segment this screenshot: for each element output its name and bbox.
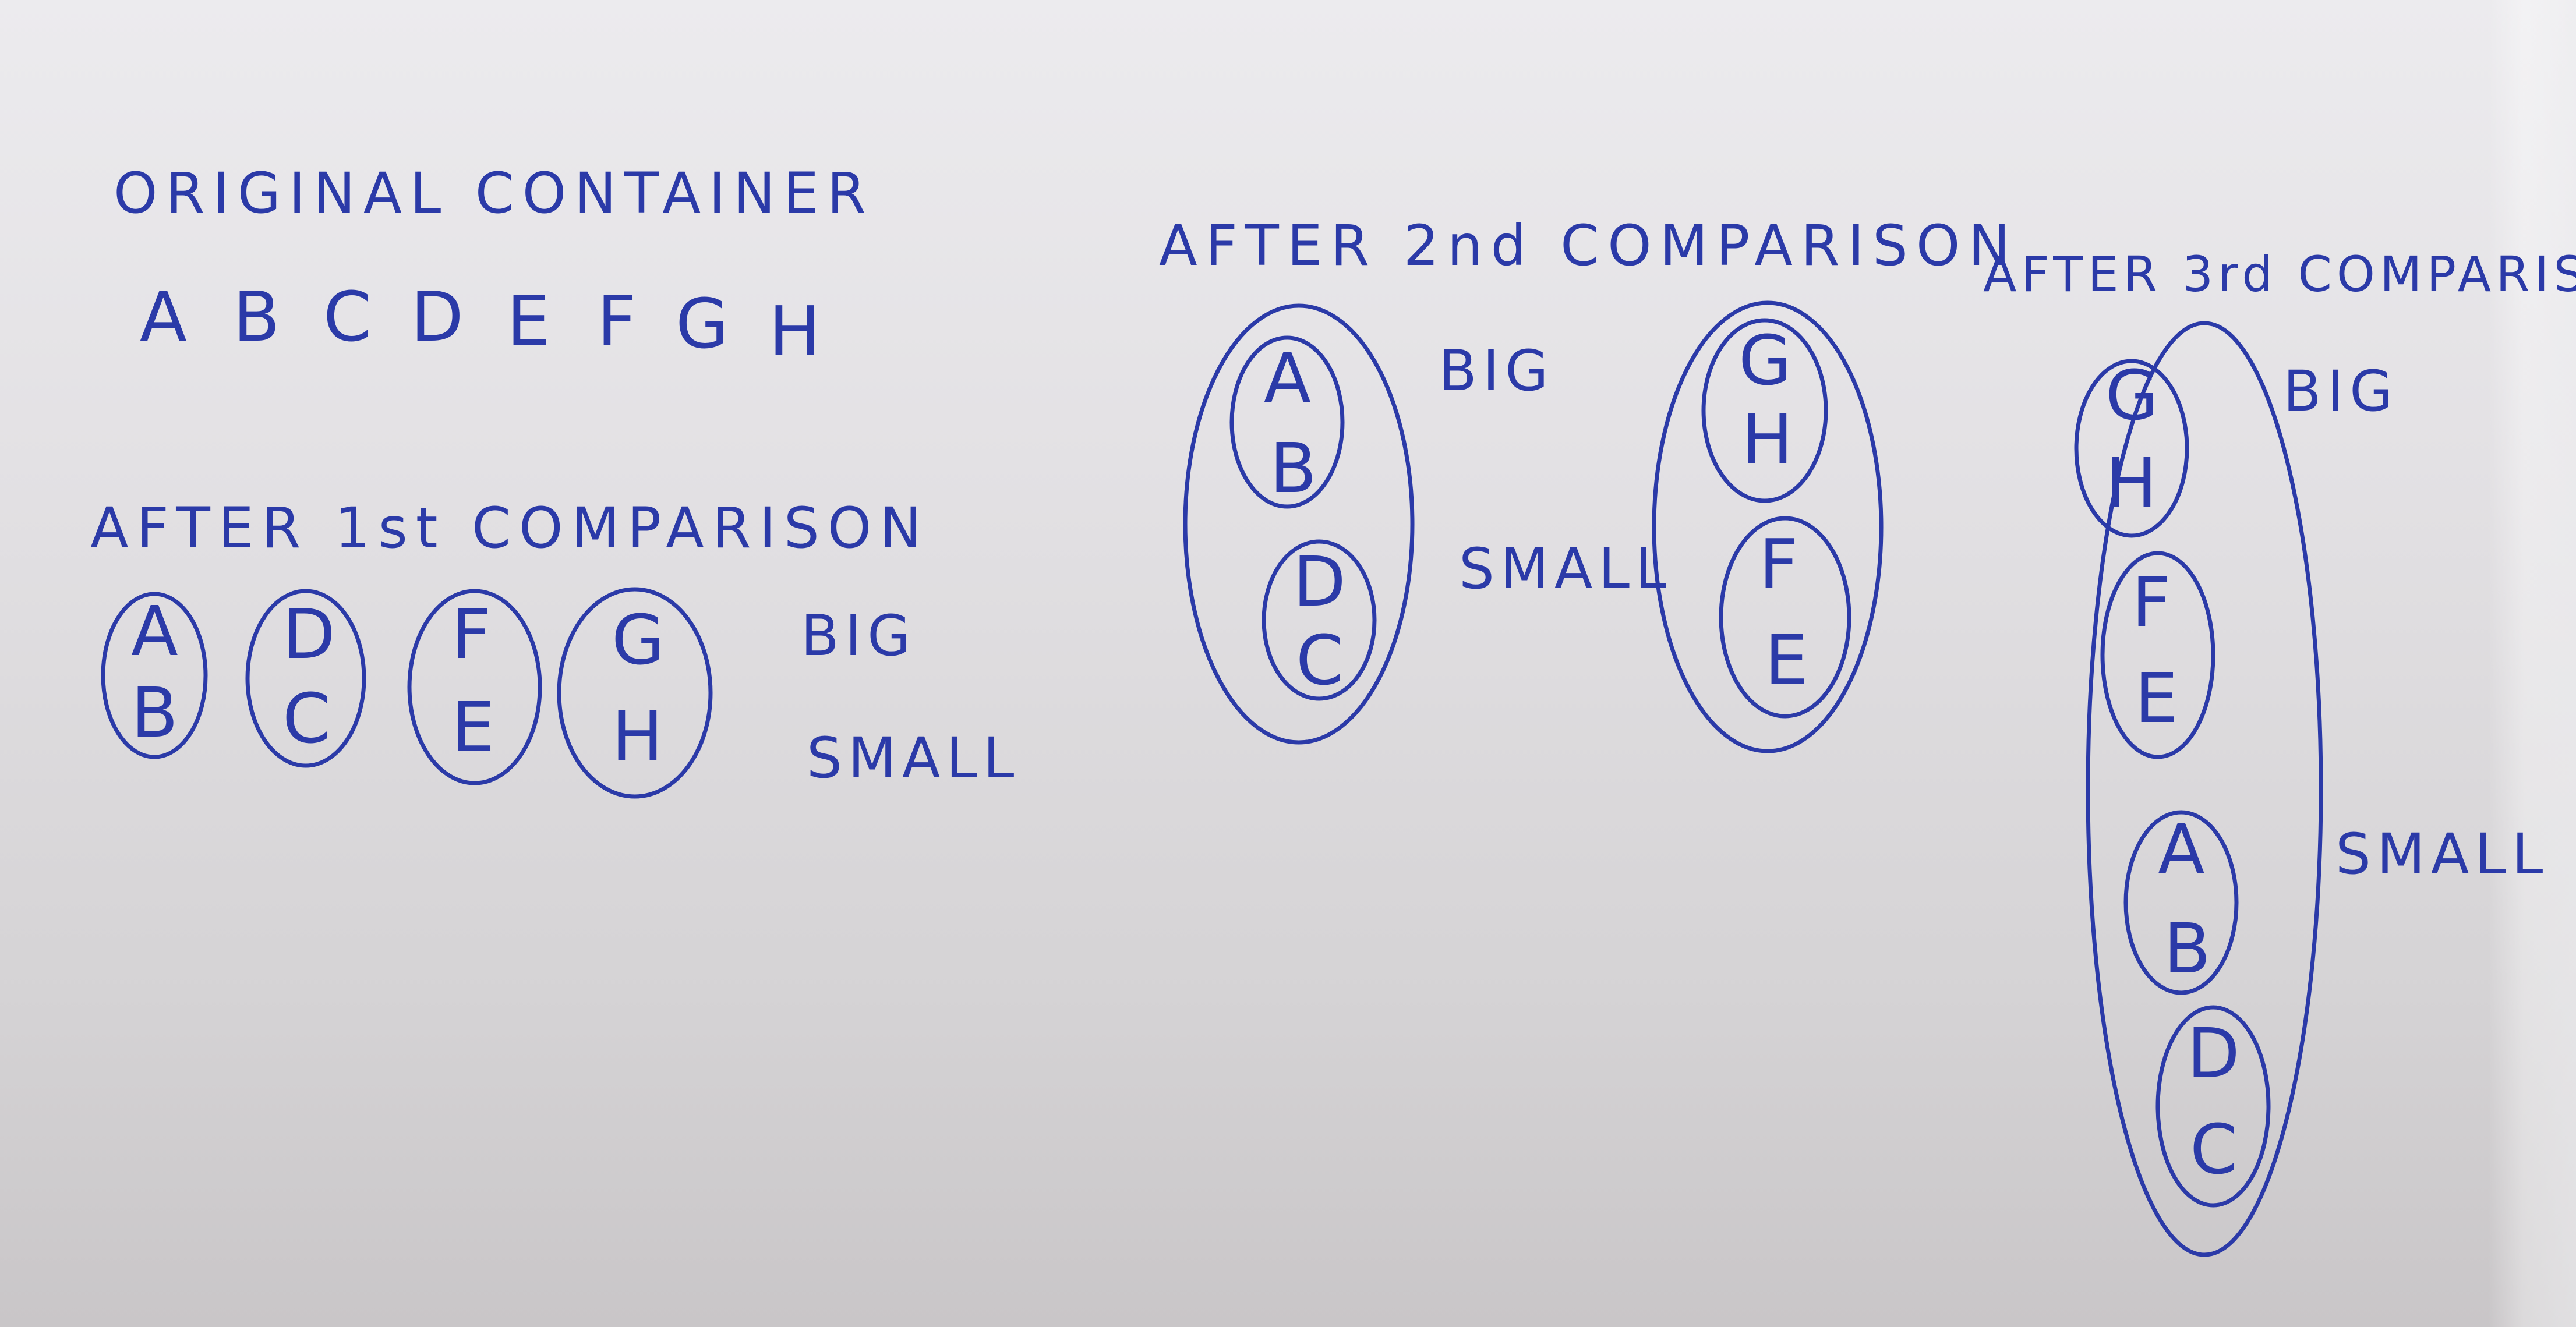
third-pair4-top: D (2187, 1013, 2240, 1094)
pair-loop-dc (245, 589, 366, 768)
group2-pair2-top: F (1759, 524, 1798, 604)
pair-loop-fe-2 (1719, 516, 1851, 719)
second-small-label: SMALL (1459, 536, 1672, 601)
original-letter-g: G (676, 284, 729, 364)
group1-pair1-bottom: B (1270, 428, 1317, 508)
third-pair3-bottom: B (2164, 908, 2211, 989)
pair-loop-ab-2 (1229, 335, 1345, 509)
second-big-label: BIG (1439, 338, 1554, 404)
group-loop-abdc (1183, 303, 1415, 745)
original-letter-d: D (411, 277, 464, 357)
pair-ab-top: A (131, 591, 178, 671)
pair-loop-gh (557, 587, 713, 799)
second-comparison-title: AFTER 2nd COMPARISON (1159, 213, 2018, 278)
original-letter-a: A (140, 277, 187, 357)
original-letter-b: B (233, 277, 280, 357)
third-small-label: SMALL (2335, 822, 2549, 887)
pair-fe-top: F (451, 594, 491, 674)
first-big-label: BIG (801, 603, 917, 668)
group1-pair1-top: A (1264, 338, 1311, 418)
pair-gh-top: G (612, 600, 665, 680)
pair-dc-bottom: C (282, 678, 330, 759)
third-pair2-top: F (2132, 562, 2171, 642)
third-pair1-top: G (2105, 355, 2158, 436)
third-big-label: BIG (2283, 359, 2399, 424)
original-letter-c: C (323, 277, 371, 357)
original-container-title: ORIGINAL CONTAINER (114, 161, 874, 226)
pair-loop-dc-3 (2155, 1005, 2271, 1208)
pair-fe-bottom: E (451, 687, 495, 767)
pair-loop-gh-2 (1701, 318, 1828, 503)
original-letter-f: F (597, 281, 637, 361)
pair-ab-bottom: B (131, 673, 178, 753)
first-small-label: SMALL (807, 726, 1020, 791)
pair-loop-ab-3 (2123, 810, 2239, 995)
third-pair1-bottom: H (2105, 443, 2157, 523)
third-comparison-title: AFTER 3rd COMPARISON (1983, 246, 2576, 303)
original-letter-h: H (769, 291, 821, 371)
pair-gh-bottom: H (612, 696, 663, 776)
pair-loop-fe (407, 589, 542, 785)
pair-loop-dc-2 (1262, 539, 1377, 701)
pair-loop-ab (101, 592, 208, 759)
third-pair4-bottom: C (2190, 1109, 2238, 1190)
group1-pair2-bottom: C (1296, 620, 1344, 700)
group2-pair1-top: G (1738, 320, 1791, 401)
third-pair2-bottom: E (2135, 658, 2178, 738)
pair-loop-gh-3 (2074, 359, 2189, 538)
third-pair3-top: A (2158, 809, 2205, 890)
group2-pair2-bottom: E (1765, 620, 1808, 700)
group-loop-final (2086, 321, 2323, 1257)
first-comparison-title: AFTER 1st COMPARISON (90, 496, 930, 561)
group1-pair2-top: D (1293, 542, 1346, 622)
pair-dc-top: D (282, 594, 335, 674)
original-letter-e: E (507, 281, 550, 361)
pair-loop-fe-3 (2100, 551, 2215, 759)
group-loop-ghfe (1652, 300, 1884, 753)
group2-pair1-bottom: H (1741, 399, 1793, 479)
paper-edge (2489, 0, 2576, 1327)
